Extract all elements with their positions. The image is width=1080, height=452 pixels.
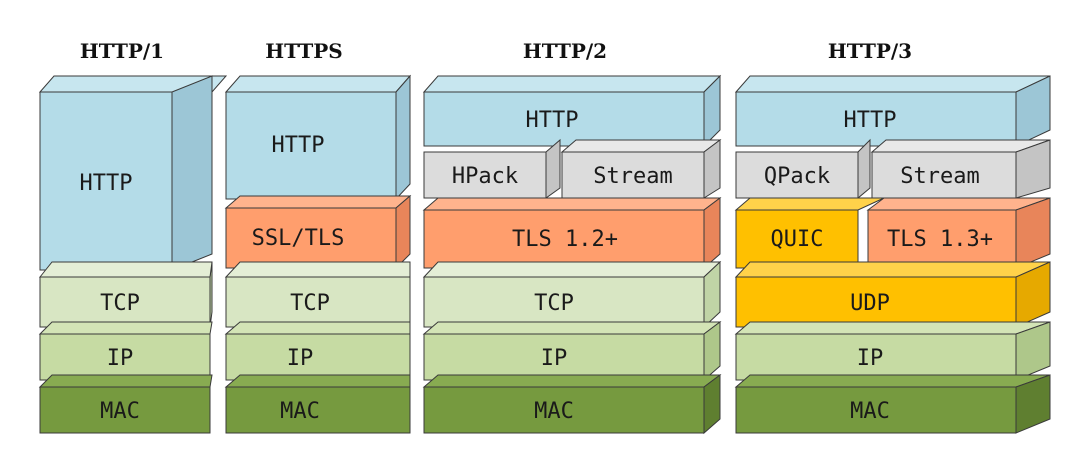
layer-label: TCP <box>100 291 140 316</box>
layer-https-ssl: SSL/TLS <box>224 194 412 270</box>
layer-label: TCP <box>290 291 330 316</box>
layer-side-face <box>171 75 213 271</box>
layer-http2-tls: TLS 1.2+ <box>422 197 722 270</box>
column-title-http3: HTTP/3 <box>828 39 912 63</box>
layer-http3-qpack: QPack <box>735 138 871 200</box>
column-https: HTTPS HTTP SSL/TLS TCP IP MAC <box>224 39 412 434</box>
layer-label: QPack <box>764 164 830 189</box>
layer-top-face <box>38 75 228 93</box>
layer-label: Stream <box>593 164 672 189</box>
layer-http2-http: HTTP <box>422 74 722 148</box>
layer-label: IP <box>541 346 568 371</box>
layer-http3-udp: UDP <box>734 261 1051 328</box>
layer-label: MAC <box>280 399 320 424</box>
layer-label: IP <box>107 346 134 371</box>
layer-label: IP <box>857 346 884 371</box>
column-title-http1: HTTP/1 <box>80 39 164 63</box>
layer-label: HTTP <box>80 171 133 196</box>
layer-http2-mac: MAC <box>422 374 722 435</box>
layer-http2-stream: Stream <box>560 139 722 199</box>
layer-http3-http: HTTP <box>734 75 1051 147</box>
layer-label: MAC <box>850 399 890 424</box>
layer-label: TLS 1.2+ <box>512 227 618 252</box>
layer-http1-http: HTTP <box>38 75 228 271</box>
layer-http3-quic: QUIC <box>734 197 885 269</box>
layer-label: UDP <box>850 291 890 316</box>
column-http2: HTTP/2 HTTP HPack Stream TLS 1.2+ <box>422 39 722 435</box>
layer-label: SSL/TLS <box>252 226 345 251</box>
layer-https-mac: MAC <box>224 374 411 434</box>
layer-http1-mac: MAC <box>38 374 213 434</box>
layer-label: IP <box>287 346 314 371</box>
layer-label: Stream <box>900 164 979 189</box>
layer-https-tcp: TCP <box>224 261 411 328</box>
layer-http2-hpack: HPack <box>423 138 561 199</box>
layer-http1-tcp: TCP <box>38 261 213 328</box>
layer-http2-ip: IP <box>422 321 722 382</box>
column-title-https: HTTPS <box>265 39 342 63</box>
layer-label: HPack <box>452 164 518 189</box>
layer-http3-stream: Stream <box>870 139 1051 199</box>
column-title-http2: HTTP/2 <box>523 39 607 63</box>
layer-label: MAC <box>100 399 140 424</box>
layer-label: MAC <box>534 399 574 424</box>
column-http1: HTTP/1 HTTP TCP IP MAC <box>38 39 228 434</box>
layer-label: TLS 1.3+ <box>887 227 993 252</box>
layer-http3-mac: MAC <box>734 374 1051 434</box>
layer-label: HTTP <box>526 108 579 133</box>
layer-label: HTTP <box>272 133 325 158</box>
layer-http3-ip: IP <box>734 321 1051 381</box>
column-http3: HTTP/3 HTTP QPack Stream QUIC TLS <box>734 39 1051 434</box>
layer-https-http: HTTP <box>224 74 412 201</box>
layer-label: HTTP <box>844 108 897 133</box>
layer-http1-ip: IP <box>38 321 213 381</box>
layer-https-ip: IP <box>224 321 411 381</box>
layer-http2-tcp: TCP <box>422 260 722 329</box>
layer-http3-tls: TLS 1.3+ <box>866 197 1051 269</box>
layer-label: QUIC <box>771 227 824 252</box>
layer-label: TCP <box>534 291 574 316</box>
layer-front <box>39 91 173 271</box>
